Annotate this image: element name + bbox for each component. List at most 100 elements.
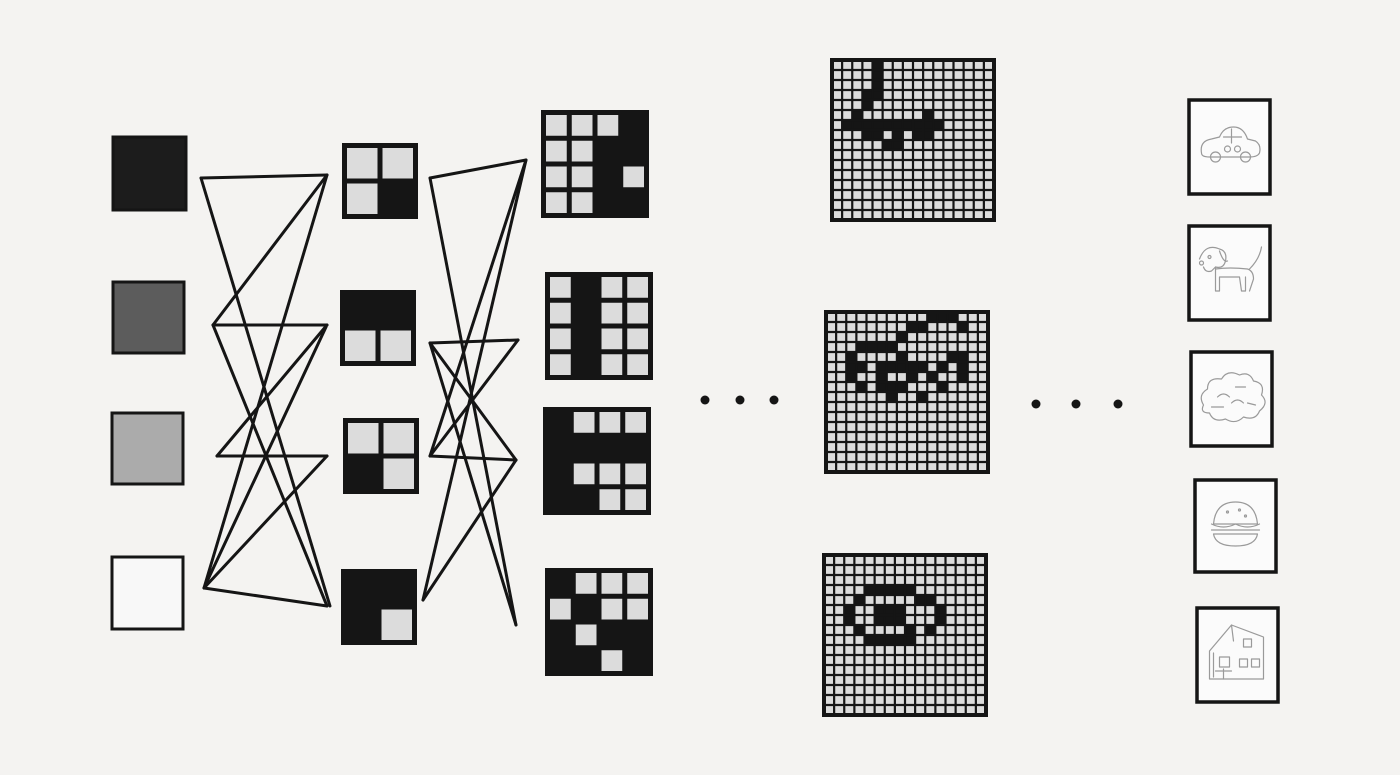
feature-cell <box>935 606 946 616</box>
pattern-4x4-c-shape <box>543 407 651 515</box>
feature-cell <box>896 363 907 373</box>
light-cell <box>599 412 621 433</box>
ellipsis-dot-group <box>1031 399 1123 409</box>
feature-cell <box>882 141 893 151</box>
pattern-2x2-l-shape-dark <box>341 569 417 645</box>
light-cell <box>601 573 623 594</box>
feature-cell <box>846 353 857 363</box>
pattern-2x2-bottom-right-dark <box>342 143 418 219</box>
feature-cell <box>856 363 867 373</box>
feature-grid-dog-outline-feature <box>824 310 990 474</box>
feature-cell <box>937 363 948 373</box>
ellipsis-dot-group <box>700 395 779 405</box>
feature-cell <box>913 131 924 141</box>
light-cell <box>546 166 567 188</box>
light-cell <box>601 598 623 620</box>
feature-cell <box>852 121 863 131</box>
light-cell <box>571 192 593 213</box>
feature-cell <box>854 626 865 636</box>
feature-cell <box>947 353 958 363</box>
ellipsis-dot <box>1031 399 1041 409</box>
connection-line <box>202 173 329 590</box>
feature-cell <box>862 101 873 111</box>
light-cell <box>627 598 648 620</box>
connection-line <box>202 454 329 590</box>
stage1-color-swatches <box>110 135 188 631</box>
feature-cell <box>917 393 928 403</box>
feature-cell <box>925 596 936 606</box>
feature-cell <box>894 636 905 646</box>
feature-cell <box>907 373 918 383</box>
feature-cell <box>852 111 863 121</box>
light-cell <box>599 489 621 510</box>
feature-cell <box>886 363 897 373</box>
object-card-house <box>1195 606 1280 704</box>
light-cell <box>347 183 378 214</box>
feature-cell <box>884 636 895 646</box>
grid-border <box>822 553 988 717</box>
feature-cell <box>886 383 897 393</box>
feature-grid-circle-feature <box>822 553 988 717</box>
feature-cell <box>957 353 968 363</box>
light-cell <box>625 412 646 433</box>
feature-grid-wheel-arc-feature <box>830 58 996 222</box>
feature-cell <box>856 343 867 353</box>
object-card-cloud <box>1189 350 1274 448</box>
light-cell <box>571 140 593 162</box>
feature-cell <box>872 121 883 131</box>
light-cell <box>601 650 623 671</box>
stage4-complex-feature-grids <box>822 58 996 717</box>
light-cell <box>575 573 597 594</box>
feature-cell <box>917 323 928 333</box>
ellipsis-dot <box>1113 399 1123 409</box>
feature-cell <box>876 373 887 383</box>
light-cell <box>550 302 571 324</box>
ellipsis-dots <box>700 395 1123 409</box>
light-cell <box>571 115 593 136</box>
feature-cell <box>925 626 936 636</box>
connection-line <box>428 341 518 627</box>
feature-cell <box>957 373 968 383</box>
pattern-4x4-diagonal <box>545 568 653 676</box>
feature-cell <box>886 393 897 403</box>
feature-cell <box>862 121 873 131</box>
grid-border <box>830 58 996 222</box>
ellipsis-dot <box>735 395 745 405</box>
feature-cell <box>896 353 907 363</box>
connection-line <box>199 173 329 180</box>
swatch-dark-gray <box>111 280 186 355</box>
feature-cell <box>896 333 907 343</box>
feature-cell <box>892 141 903 151</box>
feature-cell <box>856 383 867 393</box>
object-card-car <box>1187 98 1272 196</box>
light-cell <box>627 573 648 594</box>
light-cell <box>546 192 567 213</box>
connection-line <box>211 323 329 608</box>
feature-cell <box>864 586 875 596</box>
light-cell <box>601 302 623 324</box>
connection-line <box>428 338 520 345</box>
feature-cell <box>892 131 903 141</box>
feature-cell <box>866 343 877 353</box>
light-cell <box>347 148 378 179</box>
swatch-white <box>110 555 185 631</box>
feature-cell <box>874 606 885 616</box>
feature-cell <box>874 636 885 646</box>
car-sketch-icon <box>1200 126 1261 163</box>
light-cell <box>627 302 648 324</box>
feature-cell <box>937 313 948 323</box>
light-cell <box>601 328 623 350</box>
feature-cell <box>894 616 905 626</box>
light-cell <box>601 277 623 298</box>
feature-cell <box>896 383 907 393</box>
feature-cell <box>907 323 918 333</box>
dog-sketch-icon <box>1198 246 1263 292</box>
connection-line <box>428 341 518 462</box>
light-cell <box>383 458 414 489</box>
feature-cell <box>917 363 928 373</box>
feature-cell <box>864 636 875 646</box>
feature-cell <box>923 131 934 141</box>
light-cell <box>627 354 648 375</box>
